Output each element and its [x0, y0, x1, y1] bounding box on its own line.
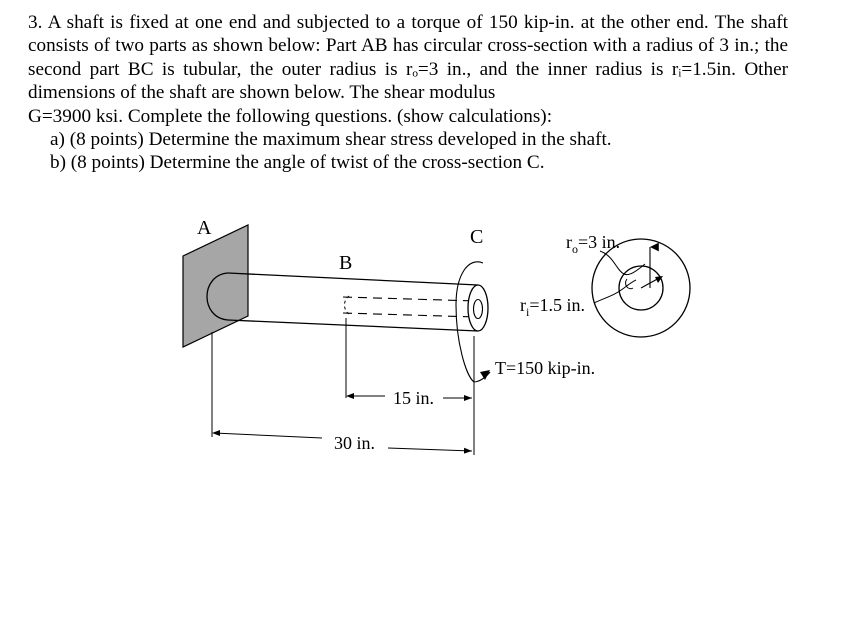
- dim-15-label: 15 in.: [393, 388, 434, 408]
- label-c: C: [470, 226, 483, 248]
- torque-arrow: [473, 370, 491, 383]
- cross-section-view: [591, 238, 691, 338]
- dimension-30in: [211, 332, 475, 455]
- inner-radius-label: ri=1.5 in.: [520, 295, 585, 319]
- problem-line-1: 3. A shaft is fixed at one end and subje…: [28, 12, 745, 33]
- shaft-end-face: [467, 284, 489, 332]
- torque-label: T=150 kip-in.: [495, 358, 595, 378]
- question-a: a) (8 points) Determine the maximum shea…: [50, 129, 612, 151]
- label-b: B: [339, 252, 352, 274]
- fixed-wall: [182, 224, 249, 348]
- dim-30-label: 30 in.: [334, 433, 375, 453]
- dimension-15in: [345, 318, 475, 410]
- label-a: A: [197, 217, 212, 239]
- question-b: b) (8 points) Determine the angle of twi…: [50, 152, 545, 174]
- problem-line-5: G=3900 ksi. Complete the following quest…: [28, 105, 553, 127]
- problem-line-3: radius of 3 in.; the second part BC is t…: [28, 35, 789, 80]
- problem-line-2: shaft consists of two parts as shown bel…: [28, 12, 788, 57]
- section-c-curve: [455, 261, 484, 383]
- problem-statement: 3. A shaft is fixed at one end and subje…: [28, 11, 788, 175]
- shaft-body: [206, 272, 479, 332]
- problem-line-4: radius is rᵢ=1.5in. Other dimensions of …: [28, 58, 789, 104]
- problem-text: 3. A shaft is fixed at one end and subje…: [28, 11, 788, 128]
- outer-radius-label: ro=3 in.: [566, 232, 620, 256]
